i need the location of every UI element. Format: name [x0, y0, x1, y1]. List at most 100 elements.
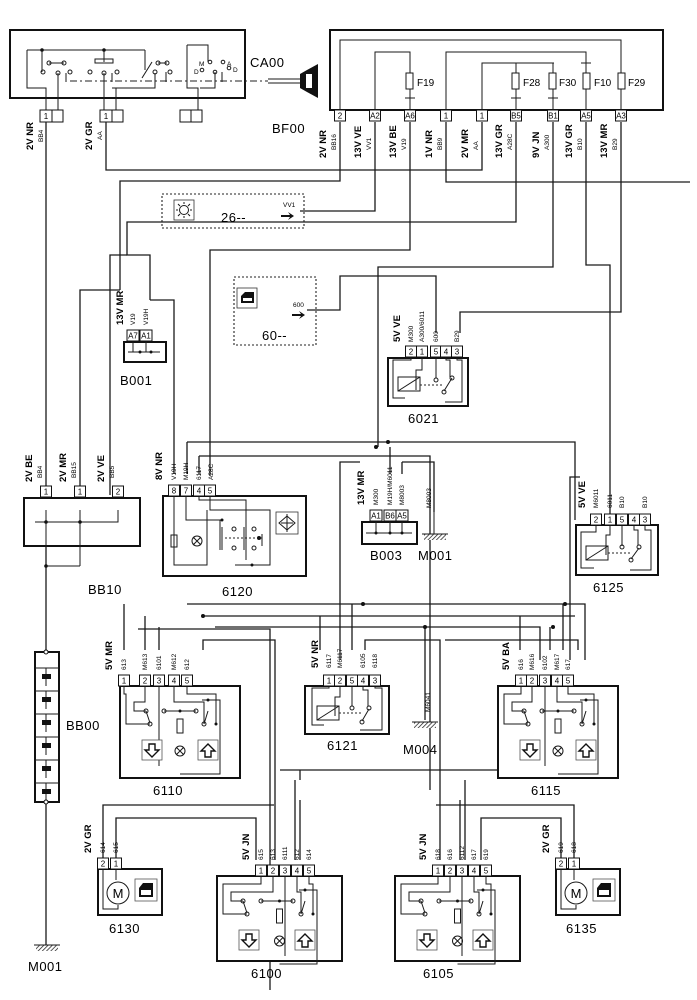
pin-label: 2 [338, 677, 343, 686]
arrow-down-icon [240, 933, 258, 948]
BB10-wire-color: 2V BE [24, 455, 35, 482]
contact-label: M [199, 61, 204, 68]
6021-wire-code: M300 [408, 325, 415, 342]
pin-label: 1 [327, 677, 332, 686]
window-down-button[interactable] [519, 739, 541, 761]
pin-label: 4 [632, 516, 637, 525]
arrow-down-icon [418, 933, 436, 948]
6125-pin: 1 [604, 513, 616, 526]
component-6125: 6125 [575, 514, 659, 595]
reference-60: 60-- 600 [233, 276, 317, 346]
6110-wire-color: 5V MR [104, 641, 115, 670]
B001-pin: A1 [139, 329, 153, 342]
pin-label: 1 [44, 488, 49, 497]
component-6120: 6120 [162, 485, 307, 599]
6125-pin: 3 [639, 513, 651, 526]
6115-wire-code: M617 [554, 653, 561, 670]
BF00-wire-code: AA [473, 141, 480, 150]
BF00-wire-code: B29 [612, 138, 619, 150]
BB10-wire-code: BB15 [71, 462, 78, 478]
6130-wire-code: 615 [113, 842, 120, 853]
6125-pin: 2 [590, 513, 602, 526]
pin-label: A6 [405, 112, 415, 121]
arrow-right-icon [281, 212, 294, 220]
M004-wire-code: M6041 [425, 692, 432, 712]
reference-wire-label: VV1 [283, 202, 296, 209]
pin-label: B6 [385, 512, 395, 521]
window-up-button[interactable] [294, 929, 316, 951]
6130-pin: 1 [110, 857, 122, 870]
component-label: 6135 [566, 921, 597, 936]
component-label: M001 [28, 959, 63, 974]
pin-label: B5 [511, 112, 521, 121]
6135-wire-color: 2V GR [541, 824, 552, 853]
BF00-pin: A3 [615, 109, 627, 122]
6120-wire-code: 6117 [196, 466, 203, 480]
BF00-pin: A5 [580, 109, 592, 122]
window-down-button[interactable] [141, 739, 163, 761]
window-down-button[interactable] [416, 929, 438, 951]
6105-wire-code: 6112 [459, 846, 466, 860]
6125-wire-code: 6011 [607, 494, 614, 508]
reference-label: 26-- [221, 210, 246, 225]
pin-label: A3 [616, 112, 626, 121]
6121-pin: 5 [346, 674, 358, 687]
pin-label: 1 [436, 867, 441, 876]
window-up-button[interactable] [575, 739, 597, 761]
arrow-down-icon [143, 743, 161, 758]
pin-label: 8 [172, 487, 177, 496]
pin-label: 4 [172, 677, 177, 686]
B003-pin: A1 [369, 509, 383, 522]
component-label: 6100 [251, 966, 282, 981]
component-label: 6105 [423, 966, 454, 981]
component-label: 6120 [222, 584, 253, 599]
pin-label: 4 [295, 867, 300, 876]
M001-wire-code: M8003 [426, 488, 433, 508]
6125-wire-code: M6011 [593, 488, 600, 508]
6115-pin: 2 [526, 674, 538, 687]
pin-label: 5 [350, 677, 355, 686]
B003-wire-code: M19H/M6011 [387, 466, 394, 505]
6130-wire-code: 614 [100, 842, 107, 853]
window-up-button[interactable] [197, 739, 219, 761]
pin-label: 5 [208, 487, 213, 496]
fuse-F30: F30 [548, 72, 577, 90]
6120-wire-code: M19H [183, 462, 190, 480]
6105-pin: 3 [456, 864, 468, 877]
BB10-pin: 1 [74, 485, 86, 498]
BF00-wire-code: BB16 [331, 134, 338, 150]
component-BF00: F19 F28 F30 F10 F29 BF00 [272, 29, 664, 136]
reference-26: 26-- VV1 [161, 193, 305, 229]
component-6105: 6105 [394, 866, 521, 981]
component-label: 6125 [593, 580, 624, 595]
BF00-wire-code: VV1 [366, 137, 373, 150]
6100-wire-color: 5V JN [241, 833, 252, 860]
6121-wire-color: 5V NR [310, 640, 321, 668]
CA00-wire-color: 2V NR [25, 122, 36, 150]
pin-label: 1 [78, 488, 83, 497]
pin-label: 1 [608, 516, 613, 525]
6021-wire-code: 600 [433, 331, 440, 342]
6125-pin: 5 [616, 513, 628, 526]
6110-pin: 2 [139, 674, 151, 687]
6110-wire-code: M612 [171, 653, 178, 670]
window-up-button[interactable] [472, 929, 494, 951]
6135-pin: 2 [555, 857, 567, 870]
BF00-wire-color: 2V MR [460, 129, 471, 158]
6110-wire-code: M613 [142, 653, 149, 670]
lamp-icon [176, 202, 192, 218]
pin-label: 2 [271, 867, 276, 876]
pin-label: 1 [444, 112, 449, 121]
pin-label: 2 [559, 860, 564, 869]
6120-wire-code: V19H [171, 463, 178, 480]
component-label: 6021 [408, 411, 439, 426]
component-label: BB00 [66, 718, 100, 733]
pin-label: 2 [338, 112, 343, 121]
6135-pin: 1 [568, 857, 580, 870]
motor-icon: M [564, 881, 588, 905]
component-label: B003 [370, 548, 402, 563]
window-down-button[interactable] [238, 929, 260, 951]
contact-label: D [194, 69, 199, 76]
6100-pin: 3 [279, 864, 291, 877]
BB10-wire-code: BB4 [37, 465, 44, 478]
